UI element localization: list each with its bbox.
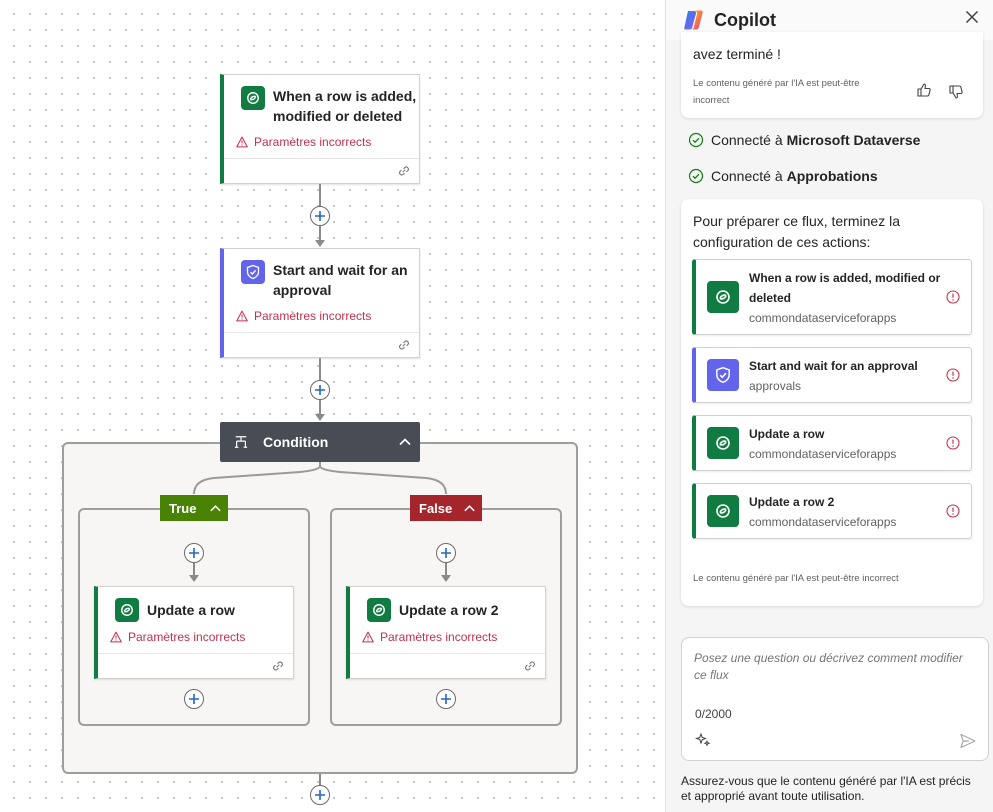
update-row-warning: Paramètres incorrects — [110, 630, 245, 644]
thumbs-down-icon[interactable] — [948, 84, 964, 100]
sparkle-icon[interactable] — [695, 732, 711, 748]
update-row-2-warning: Paramètres incorrects — [362, 630, 497, 644]
checkmark-circle-icon — [688, 168, 704, 184]
previous-message-text: avez terminé ! — [693, 46, 781, 62]
flow-canvas[interactable]: When a row is added, modified or deleted… — [0, 0, 665, 812]
action-card-approval[interactable]: Start and wait for an approval approvals — [692, 347, 972, 403]
insert-step-button[interactable] — [436, 543, 456, 563]
approval-icon — [241, 260, 265, 284]
approval-title: Start and wait for an approval — [273, 262, 408, 298]
update-row-title: Update a row — [147, 602, 235, 618]
chat-input-box[interactable]: 0/2000 — [681, 637, 989, 761]
dataverse-icon — [707, 427, 739, 459]
chat-input[interactable] — [694, 650, 974, 694]
warning-icon — [236, 310, 248, 322]
dataverse-icon — [115, 598, 139, 622]
trigger-warning: Paramètres incorrects — [236, 135, 371, 149]
copilot-title: Copilot — [714, 9, 776, 30]
error-circle-icon — [946, 290, 960, 304]
update-row-2-card[interactable]: Update a row 2 Paramètres incorrects — [346, 586, 546, 679]
dataverse-icon — [707, 281, 739, 313]
trigger-card[interactable]: When a row is added, modified or deleted… — [220, 74, 420, 184]
error-circle-icon — [946, 368, 960, 382]
approval-card[interactable]: Start and wait for an approval Paramètre… — [220, 248, 420, 358]
action-card-update-row-2[interactable]: Update a row 2 commondataserviceforapps — [692, 483, 972, 539]
update-row-2-title: Update a row 2 — [399, 602, 499, 618]
insert-step-button[interactable] — [184, 543, 204, 563]
trigger-title: When a row is added, modified or deleted — [273, 88, 417, 124]
link-icon — [525, 661, 535, 671]
character-counter: 0/2000 — [695, 707, 732, 721]
ai-disclaimer: Le contenu généré par l'IA est peut-être… — [693, 78, 860, 106]
condition-header[interactable]: Condition — [220, 422, 420, 462]
link-icon — [399, 166, 409, 176]
checkmark-circle-icon — [688, 132, 704, 148]
insert-step-button[interactable] — [310, 380, 330, 400]
setup-message: Pour préparer ce flux, terminez la confi… — [681, 199, 983, 606]
insert-step-button[interactable] — [310, 206, 330, 226]
condition-icon — [234, 436, 248, 448]
dataverse-icon — [241, 86, 265, 110]
copilot-panel: Copilot avez terminé ! Le contenu généré… — [665, 0, 993, 812]
link-icon — [399, 340, 409, 350]
dataverse-icon — [707, 495, 739, 527]
approval-warning: Paramètres incorrects — [236, 309, 371, 323]
condition-title: Condition — [263, 434, 329, 450]
warning-icon — [236, 136, 248, 148]
dataverse-icon — [367, 598, 391, 622]
connection-status-dataverse: Connecté à Microsoft Dataverse — [688, 132, 920, 148]
warning-icon — [362, 631, 374, 643]
approval-icon — [707, 359, 739, 391]
action-card-trigger[interactable]: When a row is added, modified or deleted… — [692, 259, 972, 335]
insert-step-button[interactable] — [436, 689, 456, 709]
link-icon — [273, 661, 283, 671]
branch-connector — [193, 462, 447, 495]
update-row-card[interactable]: Update a row Paramètres incorrects — [94, 586, 294, 679]
false-branch-label[interactable]: False — [410, 495, 482, 521]
send-icon[interactable] — [959, 732, 977, 750]
warning-icon — [110, 631, 122, 643]
footer-disclaimer: Assurez-vous que le contenu généré par l… — [681, 774, 971, 803]
close-icon[interactable] — [964, 9, 980, 25]
insert-step-button[interactable] — [184, 689, 204, 709]
setup-message-text: Pour préparer ce flux, terminez la confi… — [693, 213, 900, 250]
ai-disclaimer: Le contenu généré par l'IA est peut-être… — [693, 573, 899, 584]
chevron-up-icon[interactable] — [398, 435, 412, 449]
error-circle-icon — [946, 504, 960, 518]
connection-status-approvals: Connecté à Approbations — [688, 168, 878, 184]
action-card-update-row[interactable]: Update a row commondataserviceforapps — [692, 415, 972, 471]
previous-message: avez terminé ! Le contenu généré par l'I… — [681, 32, 983, 118]
chevron-up-icon — [464, 504, 475, 511]
true-branch-label[interactable]: True — [160, 495, 228, 521]
error-circle-icon — [946, 436, 960, 450]
chevron-up-icon — [210, 504, 221, 511]
thumbs-up-icon[interactable] — [916, 82, 932, 98]
insert-step-button[interactable] — [310, 785, 330, 805]
copilot-logo-icon — [684, 10, 703, 30]
